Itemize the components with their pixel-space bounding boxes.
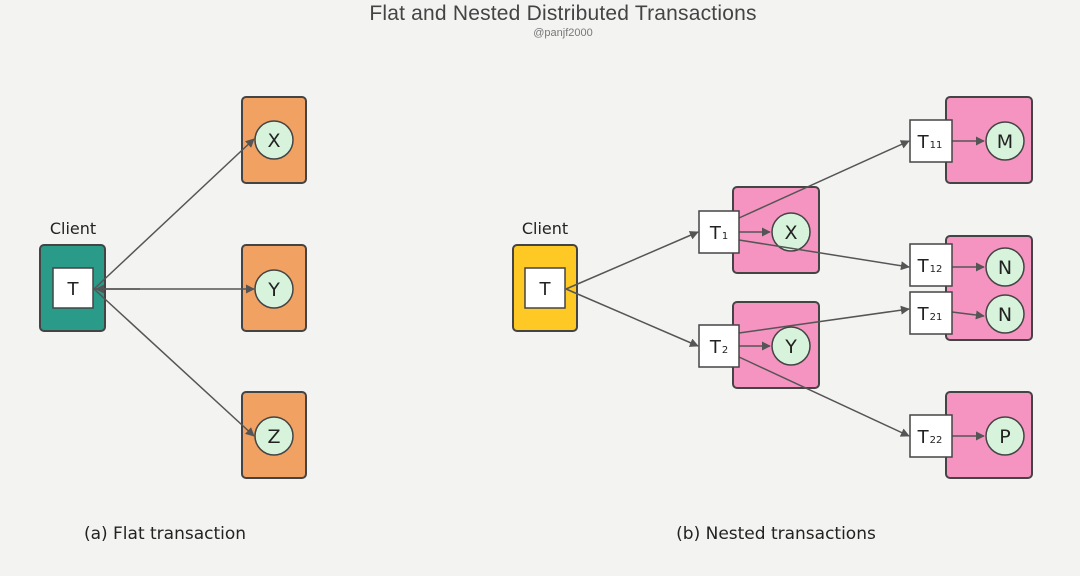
- flat-client-transaction-label: T: [67, 279, 80, 300]
- server-n2-node: [985, 294, 1025, 334]
- server-x-node: [771, 212, 811, 252]
- server-m-node: [985, 121, 1025, 161]
- server-m-label: M: [997, 131, 1013, 153]
- flat-server-z-label: Z: [267, 426, 280, 448]
- server-y-label: Y: [784, 336, 797, 358]
- subtransaction-t11-index: 11: [930, 140, 943, 151]
- subtransaction-t1-label: T1: [709, 223, 728, 244]
- subtransaction-t22-letter: T: [917, 427, 930, 448]
- diagram-title: Flat and Nested Distributed Transactions: [369, 2, 757, 25]
- server-x-label: X: [784, 222, 797, 244]
- flat-server-x-label: X: [267, 130, 280, 152]
- nested-client-label: Client: [522, 219, 568, 238]
- nested-transaction-diagram: Client T X Y M N N P: [512, 96, 1033, 544]
- subtransaction-t12-box: [909, 243, 953, 287]
- subtransaction-t2-letter: T: [709, 337, 722, 358]
- subtransaction-t12-label: T12: [917, 256, 943, 277]
- subtransaction-t2-index: 2: [722, 345, 728, 356]
- server-p-node: [985, 416, 1025, 456]
- flat-arrow-to-x: [93, 138, 255, 290]
- subtransaction-t1-index: 1: [722, 231, 728, 242]
- subtransaction-t11-box: [909, 119, 953, 163]
- flat-server-x-node: [254, 120, 294, 160]
- subtransaction-t2-box: [698, 324, 740, 368]
- server-n1-label: N: [998, 257, 1012, 279]
- subtransaction-t21-letter: T: [917, 304, 930, 325]
- nested-client-transaction-box: [524, 267, 566, 309]
- subtransaction-t22-label: T22: [917, 427, 943, 448]
- arrow-t2-to-t21: [738, 305, 910, 334]
- arrow-t21-to-n: [951, 310, 985, 320]
- subtransaction-t22-box: [909, 414, 953, 458]
- server-y-node: [771, 326, 811, 366]
- subtransaction-t1-letter: T: [709, 223, 722, 244]
- flat-client-label: Client: [50, 219, 96, 238]
- nested-client-transaction-label: T: [539, 279, 552, 300]
- flat-arrow-to-z: [93, 288, 255, 437]
- flat-server-y-node: [254, 269, 294, 309]
- arrow-t1-to-t11: [738, 140, 910, 219]
- arrow-t-to-t1: [565, 231, 699, 290]
- flat-client-transaction-box: [52, 267, 94, 309]
- subtransaction-t21-index: 21: [930, 312, 943, 323]
- subtransaction-t2-label: T2: [709, 337, 728, 358]
- subtransaction-t1-box: [698, 210, 740, 254]
- arrow-t2-to-t22: [738, 356, 910, 437]
- subtransaction-t11-letter: T: [917, 132, 930, 153]
- subtransaction-t12-index: 12: [930, 264, 943, 275]
- flat-server-y-label: Y: [267, 279, 280, 301]
- subtransaction-t22-index: 22: [930, 435, 943, 446]
- flat-transaction-diagram: Client T X Y Z (a) Flat transaction: [39, 96, 307, 544]
- subtransaction-t12-letter: T: [917, 256, 930, 277]
- flat-server-z-node: [254, 416, 294, 456]
- server-n1-node: [985, 247, 1025, 287]
- arrow-t1-to-t12: [738, 239, 910, 271]
- nested-caption: (b) Nested transactions: [676, 524, 876, 544]
- arrow-t-to-t2: [565, 288, 699, 347]
- subtransaction-t11-label: T11: [917, 132, 943, 153]
- server-n2-label: N: [998, 304, 1012, 326]
- diagram-subtitle: @panjf2000: [533, 27, 593, 39]
- flat-caption: (a) Flat transaction: [84, 524, 246, 544]
- subtransaction-t21-box: [909, 291, 953, 335]
- server-p-label: P: [999, 426, 1010, 448]
- subtransaction-t21-label: T21: [917, 304, 943, 325]
